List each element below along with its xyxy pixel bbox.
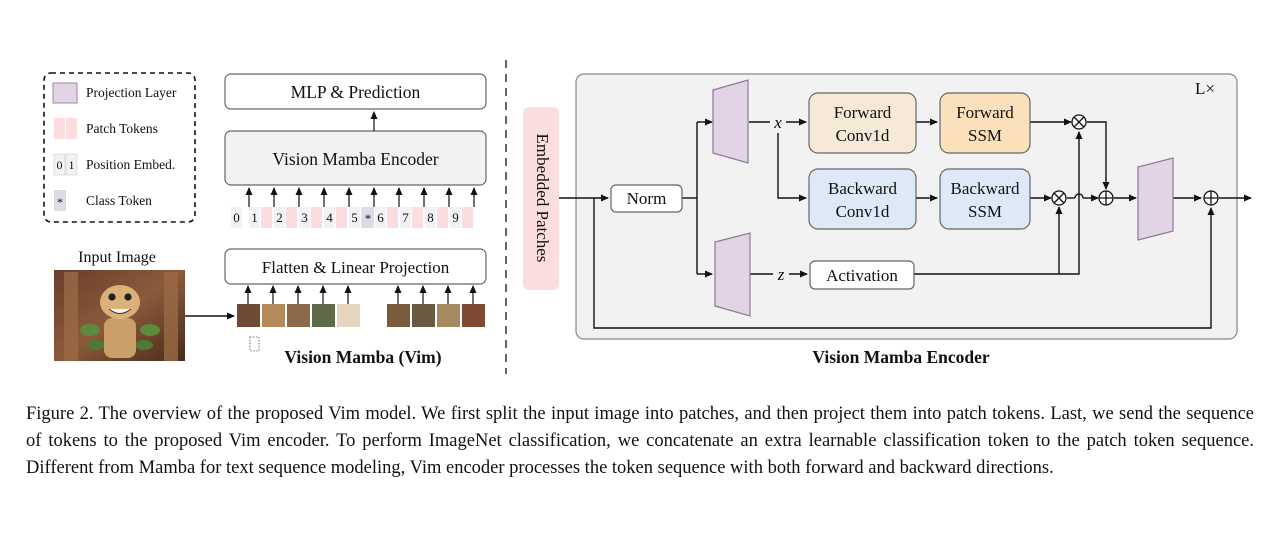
norm-label: Norm: [627, 189, 667, 208]
forward-conv1d-box: [808, 92, 917, 154]
token-up-arrows: [245, 187, 478, 207]
embedded-patches-label: Embedded Patches: [533, 134, 552, 263]
position-index-label: 9: [452, 210, 459, 225]
forward-ssm-box: [939, 92, 1031, 154]
vim-encoder-box: [224, 130, 487, 186]
flatten-projection-box: [224, 248, 487, 285]
vim-panel-title: Vision Mamba (Vim): [284, 347, 441, 367]
position-index-label: 2: [276, 210, 283, 225]
z-symbol: z: [777, 265, 785, 284]
mlp-prediction-label: MLP & Prediction: [291, 82, 421, 102]
position-embed-cell: [324, 207, 335, 228]
position-swatch-a: [53, 153, 66, 176]
class-token-symbol: *: [365, 211, 372, 226]
legend-pos-digit-0: 0: [57, 158, 63, 172]
selection-marker: [249, 336, 260, 352]
forward-conv1d-label-1: Forward: [834, 103, 892, 122]
patch-token-cell: [286, 207, 297, 228]
add-icon-residual: [1203, 190, 1219, 206]
mlp-prediction-box: [224, 73, 487, 110]
z-projection-layer: [714, 232, 751, 317]
patch-up-arrows: [244, 285, 477, 304]
patch-token-cell: [437, 207, 448, 228]
backward-ssm-box: [939, 168, 1031, 230]
position-embed-cell: [274, 207, 285, 228]
position-index-label: 6: [377, 210, 384, 225]
multiply-icon-forward: [1071, 114, 1087, 130]
activation-box: [809, 260, 915, 290]
repeat-label: L×: [1195, 79, 1215, 98]
position-embed-cell: [249, 207, 260, 228]
backward-conv1d-label-2: Conv1d: [836, 202, 890, 221]
x-symbol: x: [773, 113, 782, 132]
class-token-swatch: [54, 190, 66, 211]
patch-token-cell: [311, 207, 322, 228]
output-projection-layer: [1137, 157, 1174, 241]
position-swatch-b: [65, 153, 78, 176]
embedded-patches-box: [523, 107, 559, 290]
patch-token-swatch-a: [54, 118, 65, 139]
projection-layer-swatch: [52, 82, 78, 104]
legend-projection-layer: Projection Layer: [86, 85, 177, 100]
encoder-panel-title: Vision Mamba Encoder: [812, 347, 990, 367]
input-image-label: Input Image: [78, 249, 156, 266]
position-embed-cell: [425, 207, 436, 228]
forward-ssm-label-1: Forward: [956, 103, 1014, 122]
position-index-label: 1: [251, 210, 258, 225]
encoder-wires: [559, 118, 1252, 329]
position-embed-cell: [349, 207, 360, 228]
patch-token-cell: [462, 207, 473, 228]
legend-class-symbol: *: [57, 195, 63, 209]
position-index-label: 3: [301, 210, 308, 225]
patch-token-swatch-b: [66, 118, 77, 139]
position-embed-cell: [299, 207, 310, 228]
position-index-label: 8: [427, 210, 434, 225]
backward-ssm-label-1: Backward: [951, 179, 1020, 198]
position-embed-cell: [400, 207, 411, 228]
backward-conv1d-label-1: Backward: [828, 179, 897, 198]
position-embed-cell: [375, 207, 386, 228]
legend-position-embed: Position Embed.: [86, 157, 175, 172]
patch-token-cell: [261, 207, 272, 228]
norm-box: [610, 184, 683, 213]
patch-token-cell: [336, 207, 347, 228]
vim-encoder-label: Vision Mamba Encoder: [272, 149, 438, 169]
patch-token-cell: [387, 207, 398, 228]
position-embed-cell: [450, 207, 461, 228]
input-image: [54, 270, 185, 361]
position-index-label: 5: [351, 210, 358, 225]
legend-class-token: Class Token: [86, 193, 152, 208]
position-index-label: 7: [402, 210, 409, 225]
legend: Projection Layer Patch Tokens 0 1 Positi…: [43, 72, 196, 223]
flatten-projection-label: Flatten & Linear Projection: [262, 258, 450, 277]
legend-patch-tokens: Patch Tokens: [86, 121, 158, 136]
forward-conv1d-label-2: Conv1d: [836, 126, 890, 145]
patch-token-cell: [412, 207, 423, 228]
backward-ssm-label-2: SSM: [968, 202, 1002, 221]
position-index-label: 4: [326, 210, 333, 225]
add-icon-merge: [1098, 190, 1114, 206]
legend-frame: [43, 72, 196, 223]
image-patches: [237, 304, 485, 352]
position-embed-cell: [231, 207, 242, 228]
figure-caption: Figure 2. The overview of the proposed V…: [26, 404, 1254, 478]
forward-ssm-label-2: SSM: [968, 126, 1002, 145]
position-index-label: 0: [233, 210, 240, 225]
multiply-icon-backward: [1051, 190, 1067, 206]
activation-label: Activation: [826, 266, 898, 285]
backward-conv1d-box: [808, 168, 917, 230]
class-token: [362, 207, 374, 228]
legend-pos-digit-1: 1: [69, 158, 75, 172]
x-projection-layer: [712, 79, 749, 164]
